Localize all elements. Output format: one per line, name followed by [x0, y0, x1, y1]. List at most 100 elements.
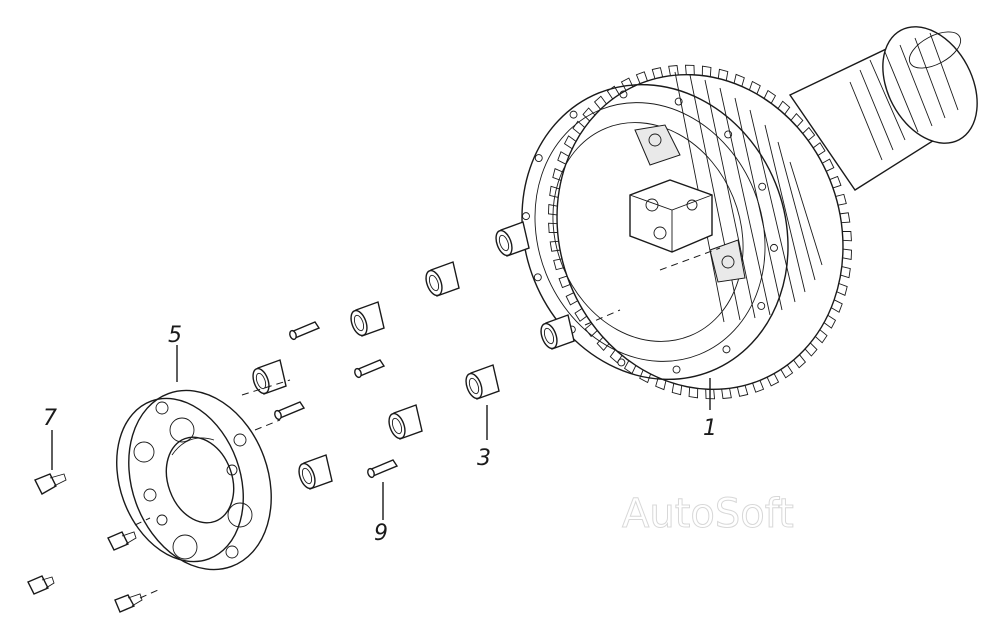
bushing [495, 221, 530, 257]
gear-tooth [839, 212, 851, 224]
callout-9: 9 [374, 521, 388, 546]
ring-hole [617, 358, 626, 367]
gear-tooth [655, 377, 667, 391]
ring-hole [770, 243, 778, 252]
pin [354, 359, 386, 379]
gear-tooth [790, 113, 804, 128]
gear-tooth [553, 258, 565, 271]
ring-hole [672, 365, 681, 374]
gear-tooth [574, 308, 588, 322]
gear-tooth [582, 107, 596, 122]
bolt [114, 593, 143, 613]
callout-7: 7 [43, 406, 57, 431]
gear-tooth [584, 323, 598, 338]
splined-shaft [788, 26, 978, 191]
leader-lines [51, 345, 711, 520]
gear-tooth [842, 248, 853, 260]
bushings [252, 221, 575, 490]
gear-tooth [752, 380, 765, 393]
bushing [252, 359, 287, 395]
callout-3: 3 [477, 446, 491, 471]
gear-tooth [549, 240, 561, 252]
flange [116, 389, 272, 571]
gear-tooth [651, 67, 664, 79]
watermark: AutoSoft [622, 491, 794, 537]
gear-tooth [547, 204, 558, 216]
gear-tooth [836, 283, 848, 296]
bushing [298, 454, 333, 490]
gear-tooth [563, 135, 577, 150]
gear-tooth [802, 126, 816, 141]
gear-tooth [842, 231, 852, 242]
gear-tooth [593, 95, 607, 110]
gear-tooth [606, 85, 620, 100]
gear-tooth [822, 158, 835, 172]
gear-tooth [565, 292, 578, 306]
gear-tooth [823, 314, 837, 329]
ring-hole [724, 130, 733, 139]
gear-tooth [763, 89, 777, 104]
gear-tooth [777, 100, 791, 115]
gear-shaft-assembly [521, 26, 978, 400]
gear-tooth [840, 266, 851, 279]
gear-tooth [812, 142, 826, 156]
gear-tooth [549, 185, 560, 198]
callout-1: 1 [703, 416, 717, 441]
ring-hole [522, 212, 530, 221]
ring-hole [757, 301, 766, 310]
bolt [34, 473, 67, 495]
gear-tooth [793, 354, 807, 369]
gear-tooth [552, 168, 564, 181]
alignment-lines [134, 247, 721, 599]
pin [274, 401, 306, 421]
gear-tooth [721, 388, 732, 399]
ring-hole [533, 273, 542, 282]
gear-tooth [671, 383, 683, 396]
gear-tooth [733, 73, 745, 87]
gear-tooth [684, 64, 695, 75]
gear-tooth [829, 175, 842, 189]
gear-tooth [548, 222, 558, 233]
gear-tooth [804, 342, 818, 357]
ring-hole [674, 97, 683, 106]
pin [367, 459, 399, 479]
gear-tooth [830, 299, 843, 313]
bushing [350, 301, 385, 337]
gear-tooth [717, 68, 729, 81]
callout-5: 5 [168, 323, 182, 348]
gear-tooth [635, 71, 648, 84]
gear-tooth [639, 369, 652, 384]
gear-tooth [596, 336, 610, 351]
pin [289, 321, 321, 341]
gear-tooth [620, 77, 634, 91]
bushing [388, 404, 423, 440]
ring-hole [569, 110, 578, 119]
gear-tooth [701, 65, 712, 77]
bolt [27, 575, 55, 595]
pins [274, 321, 399, 479]
bushing [465, 364, 500, 400]
gear-tooth [736, 385, 749, 397]
bolts [27, 473, 143, 613]
gear-tooth [835, 193, 847, 206]
bushing [540, 314, 575, 350]
ring-hole [534, 154, 543, 163]
gear-tooth [557, 151, 570, 165]
differential-spider [629, 124, 746, 283]
ring-hole [722, 345, 731, 354]
bolt [107, 531, 137, 551]
gear-tooth [572, 120, 586, 135]
bushing [425, 261, 460, 297]
gear-tooth [780, 364, 794, 379]
gear-tooth [623, 360, 637, 375]
gear-tooth [688, 387, 699, 399]
ring-hole [619, 90, 628, 99]
gear-tooth [766, 373, 780, 387]
ring-hole [758, 182, 767, 191]
gear-teeth [547, 64, 853, 400]
gear-tooth [558, 275, 571, 289]
gear-tooth [668, 65, 679, 76]
gear-tooth [748, 80, 761, 95]
